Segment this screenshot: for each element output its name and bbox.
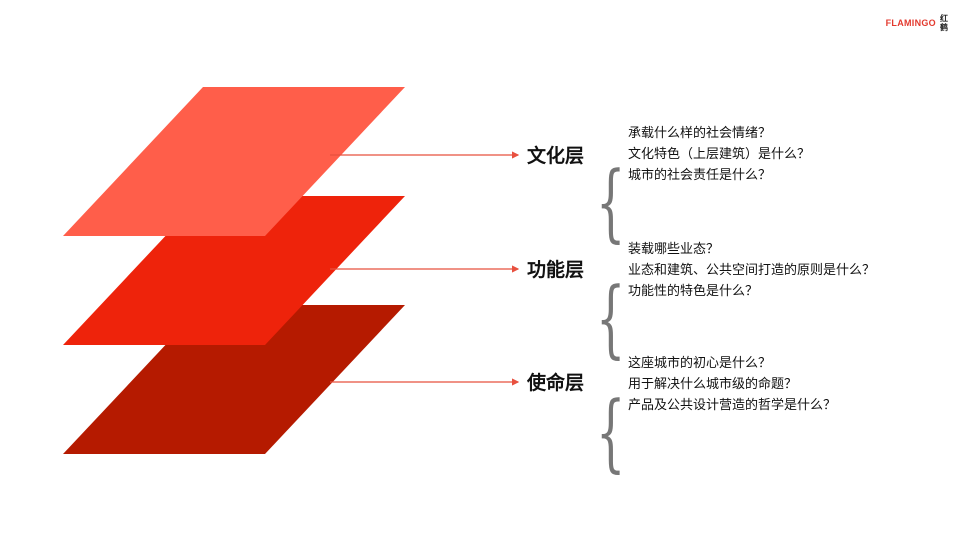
question-item: 用于解决什么城市级的命题？	[628, 377, 798, 392]
question-list-mission: 这座城市的初心是什么？ 用于解决什么城市级的命题？ 产品及公共设计营造的哲学是什…	[628, 353, 836, 416]
question-item: 产品及公共设计营造的哲学是什么？	[628, 398, 837, 413]
question-item: 业态和建筑、公共空间打造的原则是什么？	[628, 263, 876, 278]
layer-label-culture: 文化层	[527, 145, 585, 167]
layer-label-mission: 使命层	[527, 372, 585, 394]
layer-plane-mission	[63, 305, 405, 454]
layer-plane-culture	[63, 87, 405, 236]
question-item: 这座城市的初心是什么？	[628, 356, 772, 371]
brand-name-cn-char: 鹤	[940, 23, 948, 32]
question-item: 功能性的特色是什么？	[628, 284, 759, 299]
brand-name: FLAMINGO	[885, 18, 936, 28]
brand-name-cn: 红 鹤	[940, 14, 948, 32]
layer-label-function: 功能层	[527, 259, 585, 281]
question-list-culture: 承载什么样的社会情绪？ 文化特色（上层建筑）是什么？ 城市的社会责任是什么？	[628, 123, 810, 186]
brand-name-cn-char: 红	[940, 14, 948, 23]
layer-plane-function	[63, 196, 405, 345]
brand-logo: FLAMINGO 红 鹤	[886, 14, 948, 32]
question-item: 文化特色（上层建筑）是什么？	[628, 147, 811, 162]
question-item: 承载什么样的社会情绪？	[628, 126, 772, 141]
question-list-function: 装载哪些业态？ 业态和建筑、公共空间打造的原则是什么？ 功能性的特色是什么？	[628, 239, 875, 302]
question-item: 城市的社会责任是什么？	[628, 168, 772, 183]
brace-icon: {	[596, 153, 626, 251]
brace-icon: {	[596, 269, 626, 367]
question-item: 装载哪些业态？	[628, 242, 720, 257]
brace-icon: {	[596, 383, 626, 481]
